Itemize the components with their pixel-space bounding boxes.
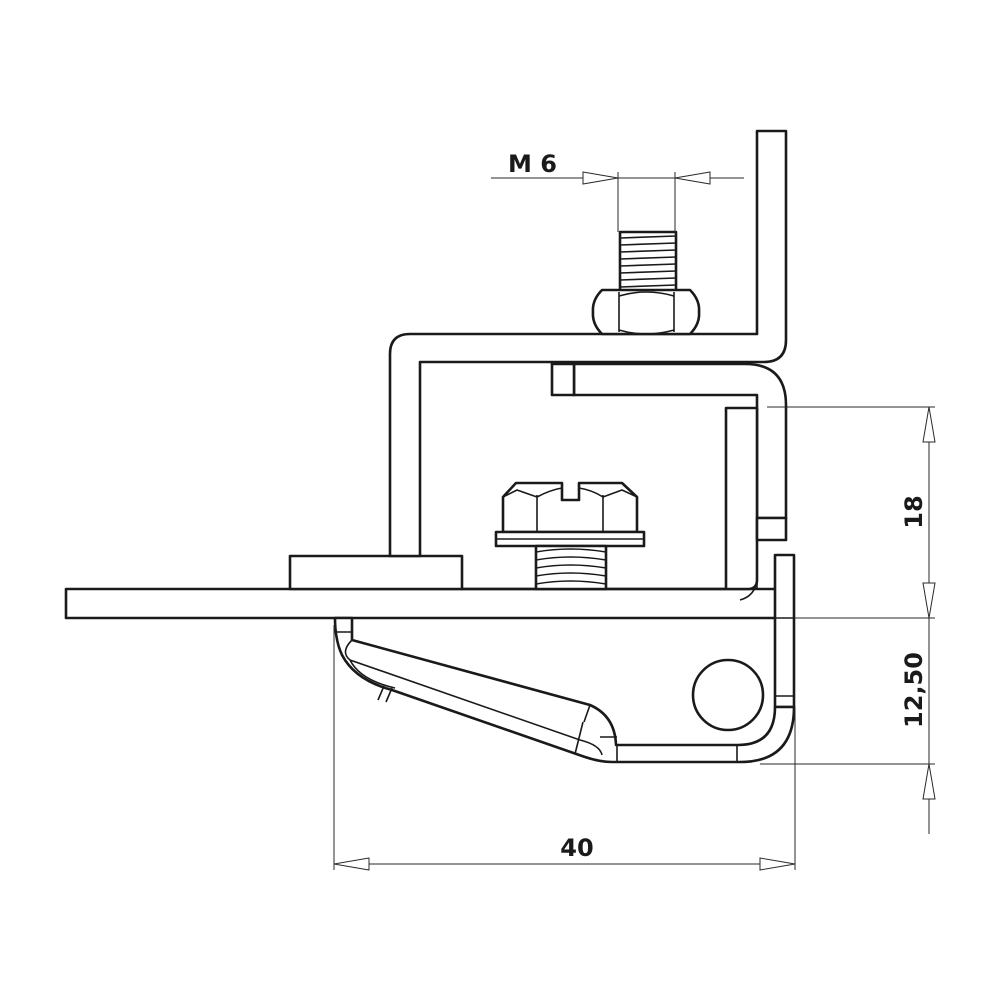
dimension-upper-height: 18: [767, 406, 936, 619]
dimension-thread: M 6: [491, 150, 744, 232]
dimension-lower-height: 12,50: [760, 618, 936, 834]
lower-hook-clamp: [333, 553, 796, 764]
width-label: 40: [560, 834, 593, 862]
upper-height-label: 18: [900, 495, 928, 528]
lower-height-label: 12,50: [900, 652, 928, 728]
spacer-block: [288, 554, 464, 591]
top-bolt: [591, 230, 701, 336]
inner-bracket: [460, 362, 788, 601]
dimension-width: 40: [333, 625, 796, 871]
thread-size-label: M 6: [508, 150, 557, 178]
inner-screw: [494, 481, 646, 591]
mounting-hole: [691, 658, 765, 732]
base-plate: [64, 587, 778, 620]
z-bracket: [388, 129, 788, 558]
